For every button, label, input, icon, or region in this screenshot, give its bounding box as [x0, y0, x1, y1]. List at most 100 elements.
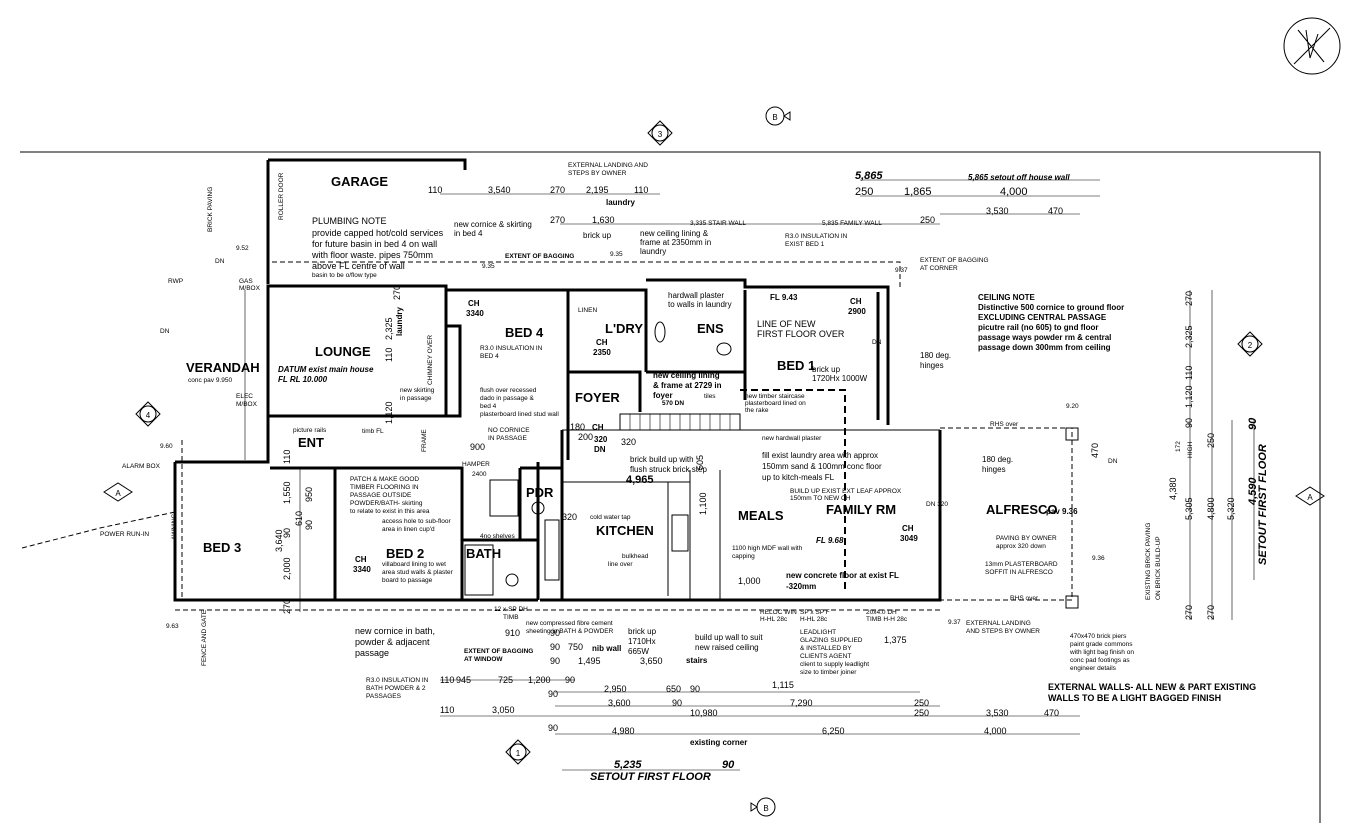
grid-marker-3: 3: [647, 120, 673, 146]
svg-text:200: 200: [578, 432, 593, 442]
svg-text:2,325: 2,325: [384, 317, 394, 340]
svg-text:passage down 300mm from ceilin: passage down 300mm from ceiling: [978, 343, 1111, 352]
nib-wall-label: nib wall: [592, 644, 621, 653]
existing-corner-label: existing corner: [690, 738, 747, 747]
dimensions-left: 2,325 270 110 1,120 110 1,550 610 950 90…: [274, 285, 402, 614]
note-brick-pier: 470x470 brick piers: [1070, 633, 1127, 640]
floor-level-943: FL 9.43: [770, 293, 798, 302]
plumbing-note: PLUMBING NOTE provide capped hot/cold se…: [311, 216, 444, 279]
note-leadlight-5: client to supply leadlight: [800, 661, 869, 668]
grid-marker-label: A: [115, 489, 121, 498]
note-access-hole: access hole to sub-floor: [382, 518, 451, 525]
note-ext-landing-alfresco: EXTERNAL LANDING: [966, 620, 1031, 627]
note-datum: DATUM exist main house: [278, 365, 374, 374]
ch-laundry-value: 2350: [593, 348, 611, 357]
note-r30-bed1: R3.0 INSULATION IN: [785, 233, 848, 240]
setout-first-floor-vertical: SETOUT FIRST FLOOR: [1257, 444, 1269, 565]
svg-text:3,050: 3,050: [492, 705, 515, 715]
note-mdf-2: capping: [732, 553, 755, 560]
svg-text:750: 750: [568, 642, 583, 652]
grid-marker-label: 4: [146, 411, 151, 420]
note-bulkhead: bulkhead: [622, 553, 649, 560]
note-leadlight: LEADLIGHT: [800, 629, 836, 636]
note-bagging-corner: EXTENT OF BAGGING: [920, 257, 989, 264]
svg-text:90: 90: [722, 759, 735, 771]
svg-text:945: 945: [456, 675, 471, 685]
note-flush-over-2: dado in passage &: [480, 395, 535, 402]
room-bed3: BED 3: [203, 540, 241, 555]
note-new-hardwall: new hardwall plaster: [762, 435, 822, 442]
note-ceiling-lining-3: laundry: [640, 247, 666, 256]
svg-text:3,640: 3,640: [274, 529, 284, 552]
grid-marker-b-top: B: [765, 106, 791, 126]
note-timber-stair-3: the rake: [745, 407, 769, 414]
room-bed4: BED 4: [505, 325, 544, 340]
ch-foyer: CH: [592, 423, 604, 432]
note-line-first-floor-2: FIRST FLOOR OVER: [757, 329, 845, 339]
note-cold-water: cold water tap: [590, 514, 631, 521]
grid-marker-b-bottom: B: [750, 797, 776, 817]
note-leadlight-3: & INSTALLED BY: [800, 645, 852, 652]
laundry-vertical-label: laundry: [395, 307, 404, 336]
svg-text:9.37: 9.37: [948, 619, 961, 626]
note-new-skirting-2: in passage: [400, 395, 432, 402]
note-reloc-win-2: H-HL 28c: [760, 616, 788, 623]
note-brick-pier-5: engineer details: [1070, 665, 1117, 672]
note-bagging: EXTENT OF BAGGING: [505, 253, 574, 260]
svg-text:270: 270: [392, 285, 402, 300]
staircase: [489, 413, 741, 517]
svg-text:1,120: 1,120: [384, 401, 394, 424]
note-plasterboard: 13mm PLASTERBOARD: [985, 561, 1058, 568]
walls: [173, 158, 942, 602]
svg-text:1,120: 1,120: [1184, 385, 1194, 408]
note-r30-bath-2: BATH POWDER & 2: [366, 685, 426, 692]
ch-foyer-dn: DN: [594, 445, 606, 454]
note-brick-up-1720-2: 1720Hx 1000W: [812, 374, 868, 383]
power-run-in-label: POWER RUN-IN: [100, 531, 149, 538]
svg-text:5,320: 5,320: [1226, 497, 1236, 520]
note-external-walls: EXTERNAL WALLS- ALL NEW & PART EXISTING: [1048, 682, 1256, 692]
note-leadlight-6: size to timber joiner: [800, 669, 857, 676]
ch-bed1: CH: [850, 297, 862, 306]
note-brick-up-1720: brick up: [812, 365, 841, 374]
svg-text:6,250: 6,250: [822, 726, 845, 736]
note-ext-landing: EXTERNAL LANDING AND: [568, 162, 648, 169]
note-brick-up: brick up: [583, 231, 612, 240]
note-ceiling-lining: new ceiling lining &: [640, 229, 709, 238]
svg-text:1,115: 1,115: [772, 680, 794, 690]
rhs-over-label-2: RHS over: [1010, 595, 1039, 602]
note-leadlight-4: CLIENTS AGENT: [800, 653, 851, 660]
note-conc-new-2: -320mm: [786, 582, 816, 591]
dn-label: DN: [215, 258, 225, 265]
note-hinges: 180 deg.: [920, 351, 951, 360]
svg-text:180: 180: [570, 422, 585, 432]
svg-text:1,000: 1,000: [738, 576, 761, 586]
note-flush-over-3: bed 4: [480, 403, 497, 410]
frame-label: FRAME: [421, 429, 428, 452]
rwp-label: RWP: [168, 278, 183, 285]
note-build-wall: build up wall to suit: [695, 633, 763, 642]
fence-gate-label: FENCE AND GATE: [201, 609, 208, 666]
note-patch-3: PASSAGE OUTSIDE: [350, 492, 412, 499]
svg-text:110: 110: [634, 185, 648, 195]
svg-text:320: 320: [621, 437, 636, 447]
note-patch: PATCH & MAKE GOOD: [350, 476, 419, 483]
svg-text:3,650: 3,650: [640, 656, 663, 666]
dn-320-label: DN 320: [926, 501, 948, 508]
note-no-cornice-2: IN PASSAGE: [488, 435, 528, 442]
grid-marker-label: 3: [658, 130, 663, 139]
roller-door-label: ROLLER DOOR: [278, 172, 285, 220]
note-external-walls-2: WALLS TO BE A LIGHT BAGGED FINISH: [1048, 693, 1221, 703]
svg-text:270: 270: [1206, 605, 1216, 620]
svg-text:3,540: 3,540: [488, 185, 511, 195]
room-alfresco: ALFRESCO: [986, 502, 1058, 517]
note-dh-window: 20x4.0 DH: [866, 609, 897, 616]
note-r30-bed1-2: EXIST BED 1: [785, 241, 825, 248]
ch-bed4-value: 3340: [466, 309, 484, 318]
note-cornice-bed4: new cornice & skirting: [454, 220, 532, 229]
note-no-cornice: NO CORNICE: [488, 427, 530, 434]
room-garage: GARAGE: [331, 174, 388, 189]
note-build-up-2: 150mm TO NEW CH: [790, 495, 851, 502]
svg-text:PLUMBING NOTE: PLUMBING NOTE: [312, 216, 387, 226]
note-sp-window: SP x SP F: [800, 609, 830, 616]
